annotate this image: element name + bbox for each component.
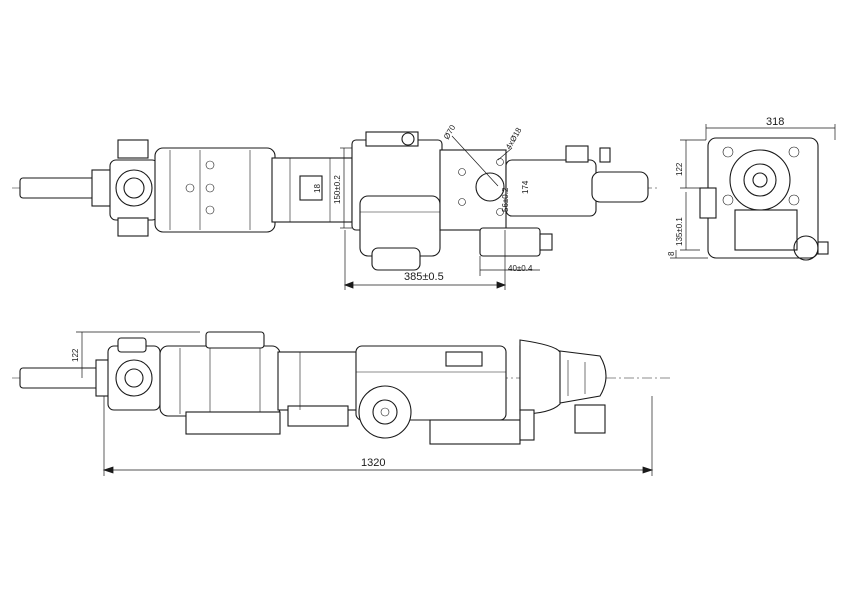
dim-8: 8 (667, 251, 676, 256)
dim-150: 150±0.2 (333, 175, 342, 204)
dim-side-122: 122 (71, 348, 80, 362)
dim-dia70: Ø70 (442, 123, 458, 141)
end-view: 318 122 135±0.1 8 (667, 116, 836, 261)
dim-18: 18 (313, 184, 322, 193)
top-view: 18 150±0.2 385±0.5 (12, 123, 660, 290)
dim-40: 40±0.4 (508, 264, 533, 273)
dim-4x18: 4xØ18 (504, 126, 524, 151)
dim-135: 135±0.1 (675, 217, 684, 246)
dim-318: 318 (766, 116, 784, 128)
dim-56: 56±0.2 (501, 187, 510, 212)
dim-174: 174 (521, 180, 530, 194)
side-view: 122 1320 (12, 331, 672, 476)
dim-1320: 1320 (361, 457, 385, 469)
dim-end-122: 122 (675, 162, 684, 176)
dim-385: 385±0.5 (404, 271, 444, 283)
